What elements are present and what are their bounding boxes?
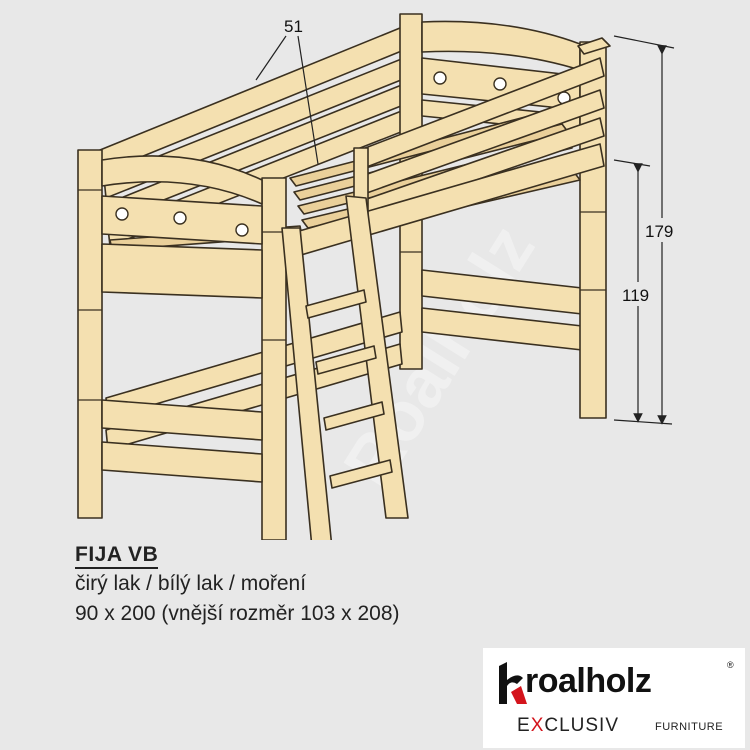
product-line-sub: FURNITURE bbox=[655, 721, 724, 733]
front-left-post bbox=[77, 149, 103, 519]
line-rest: CLUSIV bbox=[544, 715, 620, 736]
roalholz-r-icon bbox=[499, 662, 527, 704]
product-line: EXCLUSIV bbox=[517, 715, 619, 737]
size-info: 90 x 200 (vnější rozměr 103 x 208) bbox=[75, 602, 400, 625]
dimension-total-label: 179 bbox=[645, 222, 673, 241]
callout-label: 51 bbox=[284, 17, 303, 36]
line-x: X bbox=[530, 715, 545, 736]
dimension-lines: 179 119 bbox=[613, 35, 686, 425]
front-headboard bbox=[101, 155, 263, 299]
dimension-lower-label: 119 bbox=[622, 286, 649, 305]
front-middle-post bbox=[261, 177, 287, 540]
brand-name: roalholz bbox=[525, 662, 652, 700]
product-caption: FIJA VB čirý lak / bílý lak / moření 90 … bbox=[75, 543, 400, 629]
ladder bbox=[281, 195, 409, 540]
loft-bed-drawing: .w { fill: #f4e0b0; stroke: #3a3020; str… bbox=[77, 13, 686, 540]
product-name: FIJA VB bbox=[75, 543, 159, 569]
callout-51: 51 bbox=[255, 17, 319, 165]
brand-logo: roalholz ® EXCLUSIV FURNITURE bbox=[483, 648, 745, 748]
line-prefix: E bbox=[517, 715, 531, 736]
finish-options: čirý lak / bílý lak / moření bbox=[75, 572, 307, 595]
front-lower-rails bbox=[101, 399, 263, 483]
registered-mark: ® bbox=[727, 660, 734, 670]
